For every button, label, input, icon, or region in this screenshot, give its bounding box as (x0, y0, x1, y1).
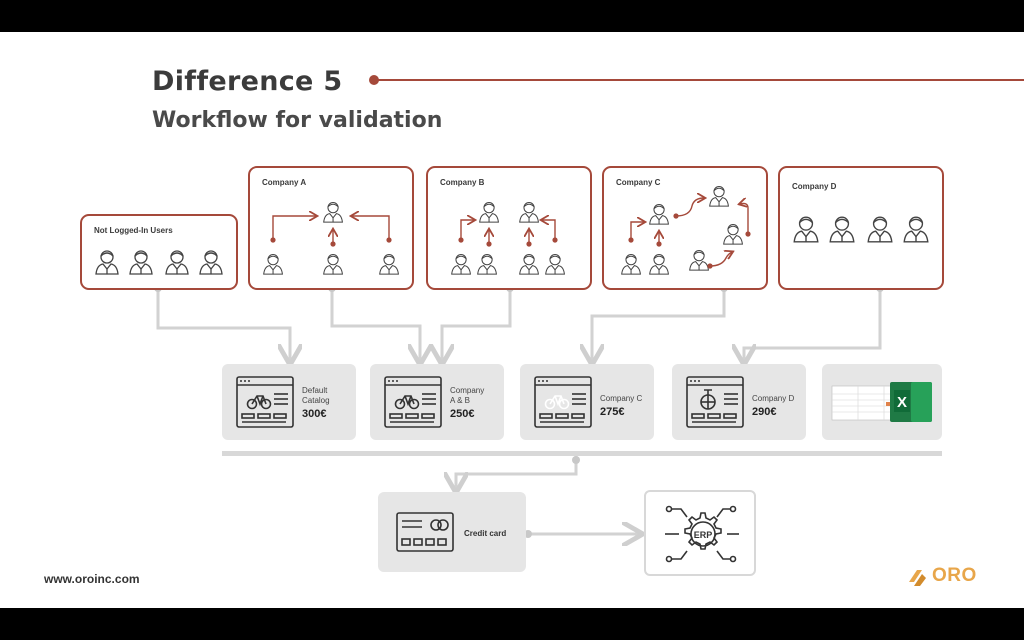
erp-box: ERP (644, 490, 756, 576)
catalog-company-ab-line2: A & B (450, 396, 471, 405)
excel-icon: X (897, 394, 907, 411)
connector-company-a (330, 288, 420, 362)
catalog-company-d-label: Company D 290€ (752, 394, 795, 418)
user-icon (903, 216, 929, 243)
connector-company-d (744, 288, 882, 362)
catalog-bike-faded-icon (534, 376, 592, 428)
group-company-b: Company B (426, 166, 592, 290)
spreadsheet-thumbnail: X (831, 382, 932, 422)
user-icon (199, 250, 223, 275)
catalog-company-ab-line1: Company (450, 386, 485, 395)
catalog-default-line1: Default (302, 386, 328, 395)
group-company-a: Company A (248, 166, 414, 290)
catalog-company-d-price: 290€ (752, 406, 777, 418)
group-label-company-b: Company B (440, 178, 485, 187)
connector-not-logged-in (156, 288, 290, 362)
credit-card-icon (396, 512, 454, 552)
catalog-company-c-price: 275€ (600, 406, 625, 418)
slide-subtitle: Workflow for validation (152, 108, 443, 133)
slide: Difference 5 Workflow for validation (0, 32, 1024, 608)
user-icon (129, 250, 153, 275)
group-company-c: Company C (602, 166, 768, 290)
connector-dot (572, 456, 580, 464)
spreadsheet-card: X (822, 364, 942, 440)
group-company-d: Company D (778, 166, 944, 290)
catalog-unicycle-icon (686, 376, 744, 428)
user-icon (829, 216, 855, 243)
erp-gear-icon: ERP (665, 505, 739, 563)
group-not-logged-in: Not Logged-In Users (80, 214, 238, 290)
catalog-default-line2: Catalog (302, 396, 330, 405)
group-label-company-c: Company C (616, 178, 661, 187)
footer-website-url: www.oroinc.com (44, 572, 140, 586)
group-label-company-a: Company A (262, 178, 307, 187)
catalog-company-ab-label: Company A & B 250€ (450, 386, 485, 420)
connector-company-b (442, 288, 512, 362)
user-icon (165, 250, 189, 275)
catalog-default-label: Default Catalog 300€ (302, 386, 330, 420)
connector-bus-down (456, 456, 578, 490)
slide-title: Difference 5 (152, 66, 343, 97)
catalog-company-d-line1: Company D (752, 394, 795, 403)
oro-logo: ORO (906, 563, 990, 591)
group-label-not-logged-in: Not Logged-In Users (94, 226, 173, 235)
user-icon (867, 216, 893, 243)
catalog-company-ab: Company A & B 250€ (370, 364, 504, 440)
connector-lines (154, 284, 942, 608)
catalog-default-price: 300€ (302, 408, 327, 420)
catalog-default: Default Catalog 300€ (222, 364, 356, 440)
erp-text: ERP (694, 530, 713, 540)
hierarchy-diagram-company-c (621, 186, 751, 275)
catalog-bike-icon (384, 376, 442, 428)
catalog-company-c: Company C 275€ (520, 364, 654, 440)
hierarchy-diagram-company-a (263, 202, 399, 275)
catalog-bus-bar (222, 451, 942, 456)
catalog-company-c-label: Company C 275€ (600, 394, 643, 418)
user-icon (95, 250, 119, 275)
catalog-company-c-line1: Company C (600, 394, 643, 403)
group-label-company-d: Company D (792, 182, 837, 191)
credit-card-box: Credit card (378, 492, 526, 572)
connector-company-c (592, 288, 726, 362)
oro-logo-mark-icon (909, 570, 926, 586)
catalog-company-ab-price: 250€ (450, 408, 475, 420)
hierarchy-diagram-company-b (451, 202, 565, 275)
catalog-bike-icon (236, 376, 294, 428)
title-rule (374, 79, 1024, 81)
catalog-company-d: Company D 290€ (672, 364, 806, 440)
credit-card-label: Credit card (464, 529, 507, 538)
connector-dot (524, 530, 532, 538)
oro-logo-text: ORO (932, 565, 977, 586)
user-icon (793, 216, 819, 243)
